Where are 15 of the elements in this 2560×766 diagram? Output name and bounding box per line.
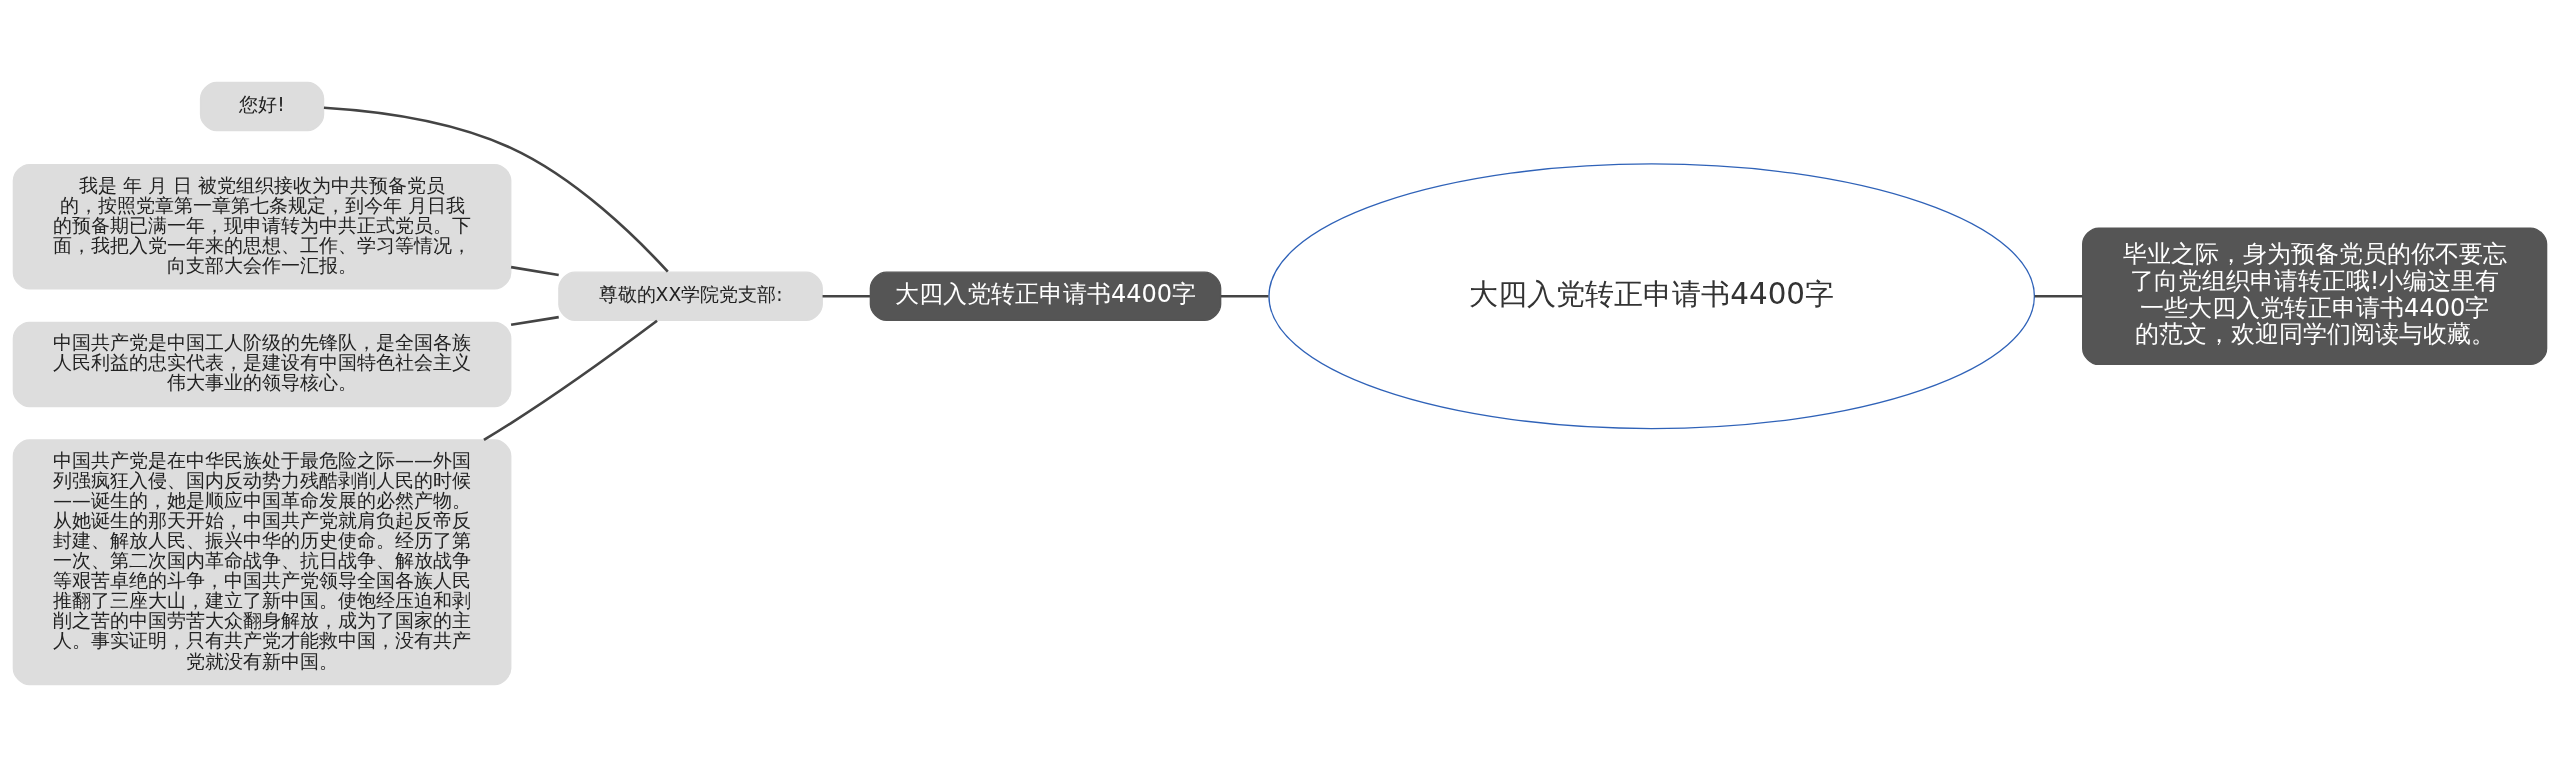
node-box: 您好! — [199, 81, 325, 131]
connector — [1221, 294, 1269, 298]
connector — [510, 315, 559, 326]
node-box: 中国共产党是在中华民族处于最危险之际——外国列强疯狂入侵、国内反动势力残酷剥削人民的时候——诞生的，她是顺应中国革命发展的必然产物。从她诞生的那天开始，中国共产党就肩负起反帝反封建、解放人民、振兴中华的历史使命。经历了第一次、第二次国内革命战争、抗日战争、解放战争等艰苦卓绝的斗争，中国共产党领导全国各族人民推翻了三座大山，建立了新中国。使饱经压迫和剥削之苦的中国劳苦大众翻身解放，成为了国家的主人。事实证明，只有共产党才能救中国，没有共产党就没有新中国。 — [12, 438, 512, 685]
connector — [2034, 294, 2083, 298]
node-box: 毕业之际，身为预备党员的你不要忘了向党组织申请转正哦!小编这里有一些大四入党转正申请书4400字的范文，欢迎同学们阅读与收藏。 — [2082, 226, 2548, 365]
connector — [510, 265, 559, 276]
node-box: 中国共产党是中国工人阶级的先锋队，是全国各族人民利益的忠实代表，是建设有中国特色社会主义伟大事业的领导核心。 — [12, 321, 512, 407]
node-box: 我是 年 月 日 被党组织接收为中共预备党员的，按照党章第一章第七条规定，到今年 月日我的预备期已满一年，现申请转为中共正式党员。下面，我把入党一年来的思想、工作、学习等情况，向支部大会作一汇报。 — [12, 163, 512, 290]
connector — [822, 294, 870, 298]
node-ellipse: 大四入党转正申请书4400字 — [1268, 162, 2036, 429]
node-box: 尊敬的XX学院党支部: — [558, 271, 823, 321]
connector — [323, 105, 669, 273]
connector — [483, 319, 658, 441]
node-box: 大四入党转正申请书4400字 — [869, 271, 1222, 321]
